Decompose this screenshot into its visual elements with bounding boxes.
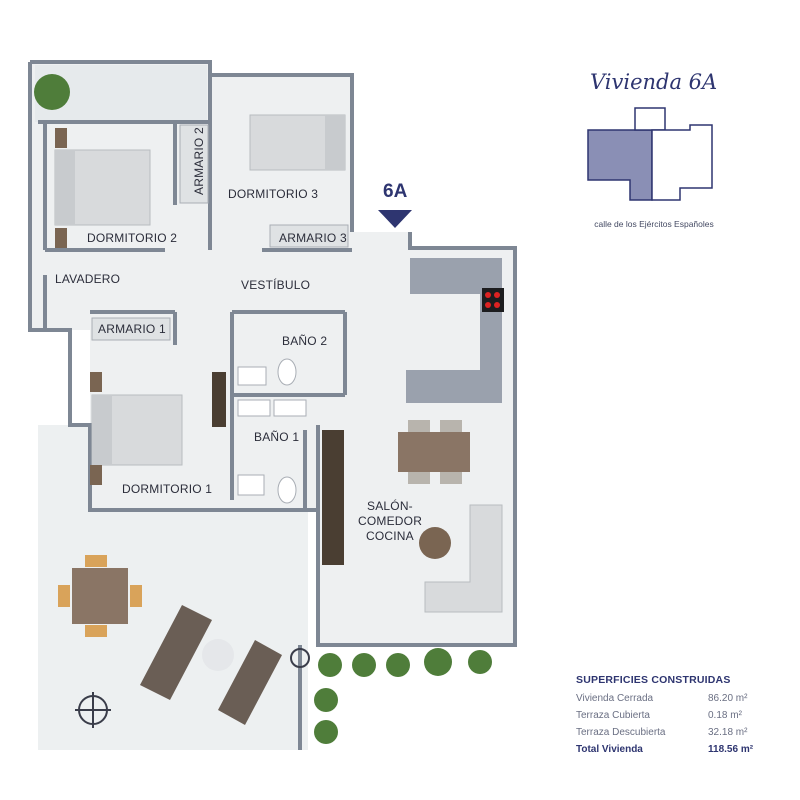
unit-badge: 6A (383, 181, 408, 202)
label-dormitorio-3: DORMITORIO 3 (228, 187, 318, 201)
surfaces-table: SUPERFICIES CONSTRUIDAS Vivienda Cerrada… (576, 674, 766, 758)
terrace-table (72, 568, 128, 624)
lounger-1 (140, 605, 212, 700)
label-bano-1: BAÑO 1 (254, 430, 299, 444)
label-vestibulo: VESTÍBULO (241, 277, 310, 292)
tv-unit (322, 430, 344, 565)
surface-total-row: Total Vivienda 118.56 m² (576, 741, 766, 758)
wardrobe-1 (91, 317, 171, 341)
label-bano-2: BAÑO 2 (282, 334, 327, 348)
label-dormitorio-2: DORMITORIO 2 (87, 231, 177, 245)
label-armario-3: ARMARIO 3 (279, 231, 347, 245)
surface-value: 86.20 m² (708, 693, 748, 704)
lounger-2 (218, 640, 282, 725)
entry-arrow-icon (378, 210, 412, 228)
surface-value: 32.18 m² (708, 727, 748, 738)
sofa (424, 504, 503, 613)
surfaces-heading: SUPERFICIES CONSTRUIDAS (576, 674, 731, 686)
wardrobe-hall (212, 372, 226, 427)
surface-value: 0.18 m² (708, 710, 742, 721)
surface-label: Terraza Descubierta (576, 727, 666, 738)
plants (34, 74, 492, 744)
label-salon: SALÓN- (367, 498, 413, 513)
floor (30, 62, 515, 645)
dining-table (398, 432, 470, 472)
surface-label: Vivienda Cerrada (576, 693, 654, 704)
walls (28, 60, 517, 750)
surface-row: Vivienda Cerrada 86.20 m² (576, 690, 766, 707)
label-lavadero: LAVADERO (55, 272, 120, 286)
label-comedor: COMEDOR (358, 514, 422, 528)
label-armario-1: ARMARIO 1 (98, 322, 166, 336)
label-armario-2: ARMARIO 2 (192, 127, 206, 195)
page-title: Vivienda 6A (590, 70, 718, 94)
label-cocina: COCINA (366, 529, 414, 543)
key-plan (587, 107, 713, 201)
cooktop (482, 288, 504, 312)
surface-row: Terraza Cubierta 0.18 m² (576, 707, 766, 724)
surface-total-value: 118.56 m² (708, 744, 754, 755)
label-dormitorio-1: DORMITORIO 1 (122, 482, 212, 496)
coffee-table (419, 527, 451, 559)
wardrobe-3 (269, 224, 349, 248)
surface-label: Terraza Cubierta (576, 710, 650, 721)
surface-total-label: Total Vivienda (576, 744, 643, 755)
street-label: calle de los Ejércitos Españoles (594, 219, 714, 229)
surface-row: Terraza Descubierta 32.18 m² (576, 724, 766, 741)
wardrobe-2 (179, 124, 209, 204)
kitchen-island (406, 370, 502, 403)
